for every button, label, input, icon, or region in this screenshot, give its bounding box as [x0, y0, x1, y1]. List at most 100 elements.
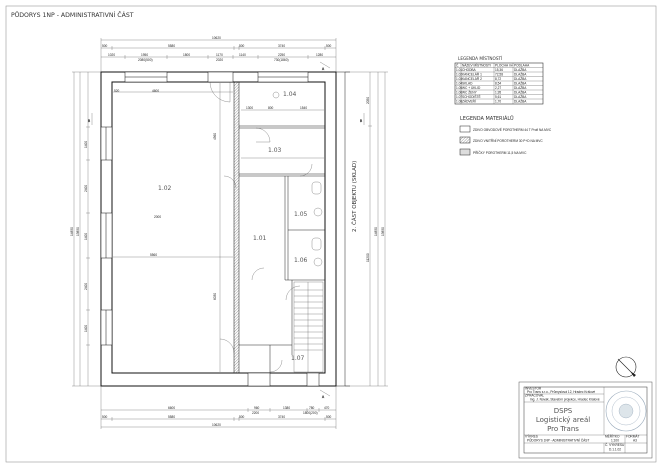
legend-cell: 1.05 — [456, 86, 462, 90]
legend-cell: DLAŽBA — [514, 76, 527, 81]
svg-text:A: A — [322, 67, 325, 71]
legend-cell: WC ŽENY — [462, 89, 478, 94]
dim-bottom-sub: 1800(200) — [303, 411, 318, 415]
room-label-1-03: 1.03 — [268, 147, 282, 154]
outer-wall — [100, 71, 337, 387]
format-label: FORMÁT — [626, 435, 640, 439]
scale-label: MĚŘÍTKO — [605, 434, 620, 439]
drawing-label: VÝKRES — [525, 435, 538, 439]
drawing-number-label: Č. VÝKRESU — [605, 442, 625, 447]
dim-interior: 520 — [114, 89, 120, 93]
project-name-line2: Pro Trans — [547, 425, 579, 433]
legend-header-cell: Č. — [456, 62, 459, 67]
warehouse-label: 2. ČÁST OBJEKTU (SKLAD) — [351, 161, 358, 232]
dim-right: 2050 — [366, 97, 370, 104]
legend-cell: KANCELÁŘ 1 — [462, 71, 482, 76]
legend-cell: 15,36 — [495, 68, 503, 72]
dim-top: 500 — [326, 44, 332, 48]
room-legend: LEGENDA MÍSTNOSTÍ Č.NÁZEV MÍSTNOSTI PLOCH… — [454, 56, 544, 105]
legend-cell: DLAŽBA — [514, 80, 527, 85]
interior-dimension-lines — [113, 83, 324, 372]
stamp-icon — [605, 390, 647, 432]
dim-top: 1950 — [141, 53, 148, 57]
legend-cell: DLAŽBA — [514, 67, 527, 72]
dim-interior: 800 — [268, 106, 274, 110]
svg-text:B: B — [88, 119, 90, 123]
dimension-lines-top — [100, 38, 337, 72]
legend-cell: DLAŽBA — [514, 98, 527, 103]
legend-cell: 1.04 — [456, 81, 462, 85]
legend-cell: 1.08 — [456, 99, 462, 103]
room-label-1-06: 1.06 — [294, 257, 308, 264]
room-legend-title: LEGENDA MÍSTNOSTÍ — [458, 56, 503, 61]
sheet-frame — [5, 5, 657, 463]
drawing-number: D.1.1.02 — [609, 448, 621, 452]
material-item: ZDIVO VNITŘNÍ POROTHERM 30 P+D NA MVC — [473, 138, 543, 143]
dim-bottom: 500 — [102, 415, 108, 419]
dim-interior: 2000 — [154, 215, 161, 219]
dim-interior: 4600 — [152, 89, 159, 93]
dimension-lines-right — [345, 71, 388, 387]
legend-cell: 1,95 — [495, 90, 501, 94]
dim-top: 500 — [102, 44, 108, 48]
dim-top: 3740 — [278, 44, 285, 48]
dim-left: 2400 — [84, 185, 88, 192]
format: A3 — [633, 439, 637, 443]
sheet-title: PŮDORYS 1NP - ADMINISTRATIVNÍ ČÁST — [11, 10, 134, 19]
section-marker-a: A A — [319, 61, 331, 399]
dimension-lines-bottom — [100, 386, 337, 429]
north-arrow-icon — [615, 356, 637, 378]
dim-right-total: 14850 — [374, 227, 378, 236]
room-label-1-02: 1.02 — [158, 185, 172, 192]
legend-cell: 8,72 — [495, 77, 501, 81]
dim-bottom-sub: 2200 — [252, 411, 259, 415]
dim-left: 1400 — [84, 325, 88, 332]
legend-cell: DLAŽBA — [514, 89, 527, 94]
dim-top: 500 — [239, 44, 245, 48]
legend-cell: 5,61 — [495, 95, 501, 99]
legend-cell: SCHODIŠTĚ — [462, 94, 481, 99]
legend-header-cell: NÁZEV MÍSTNOSTI — [462, 63, 491, 67]
dim-left-total: 13850 — [76, 227, 80, 236]
svg-text:A: A — [322, 395, 325, 399]
windows-top — [124, 71, 309, 83]
legend-cell: 1.07 — [456, 95, 462, 99]
dim-top: 1280 — [316, 53, 323, 57]
dim-top-sub: 2020 — [216, 58, 223, 62]
legend-cell: 1.02 — [456, 72, 462, 76]
door-swings — [209, 81, 313, 373]
scale: 1:100 — [611, 439, 619, 443]
dim-right-total: 13850 — [381, 227, 385, 236]
dim-top: 5580 — [168, 44, 175, 48]
inner-wall-face — [111, 81, 326, 374]
dim-bottom: 6600 — [168, 406, 175, 410]
legend-cell: 1.01 — [456, 68, 462, 72]
sanitary-fixtures — [272, 91, 323, 267]
dim-top: 2250 — [278, 53, 285, 57]
legend-cell: 1,70 — [495, 99, 501, 103]
dim-bottom: 470 — [324, 406, 330, 410]
legend-cell: DLAŽBA — [514, 71, 527, 76]
investor: Pro Trans s.r.o., Průmyslová 12, Hradec … — [527, 390, 595, 394]
dim-top-sub: 2080(500) — [138, 58, 153, 62]
dim-top: 1140 — [239, 53, 246, 57]
project-stage: DSPS — [554, 407, 573, 415]
legend-cell: CHODBA — [462, 68, 477, 72]
svg-text:B: B — [360, 119, 362, 123]
windows-left — [100, 126, 113, 346]
title-block: INVESTOR Pro Trans s.r.o., Průmyslová 12… — [518, 381, 653, 459]
legend-header-cell: PODLAHA — [514, 63, 530, 67]
investor-label: INVESTOR — [525, 387, 542, 391]
drawing-name: PŮDORYS 1NP - ADMINISTRATIVNÍ ČÁST — [527, 438, 589, 443]
material-item: PŘÍČKY POROTHERM 11,5 NA MVC — [473, 150, 527, 155]
room-label-1-04: 1.04 — [283, 91, 297, 98]
legend-cell: ZÁDVEŘÍ — [462, 98, 476, 103]
dim-bottom-total: 10620 — [212, 423, 221, 427]
legend-cell: 2,27 — [495, 86, 501, 90]
legend-header-cell: PLOCHA m² — [495, 63, 513, 67]
dim-top: 1170 — [216, 53, 223, 57]
room-label-1-01: 1.01 — [253, 235, 267, 242]
dim-left-total: 14850 — [70, 227, 74, 236]
dim-left: 1400 — [84, 141, 88, 148]
